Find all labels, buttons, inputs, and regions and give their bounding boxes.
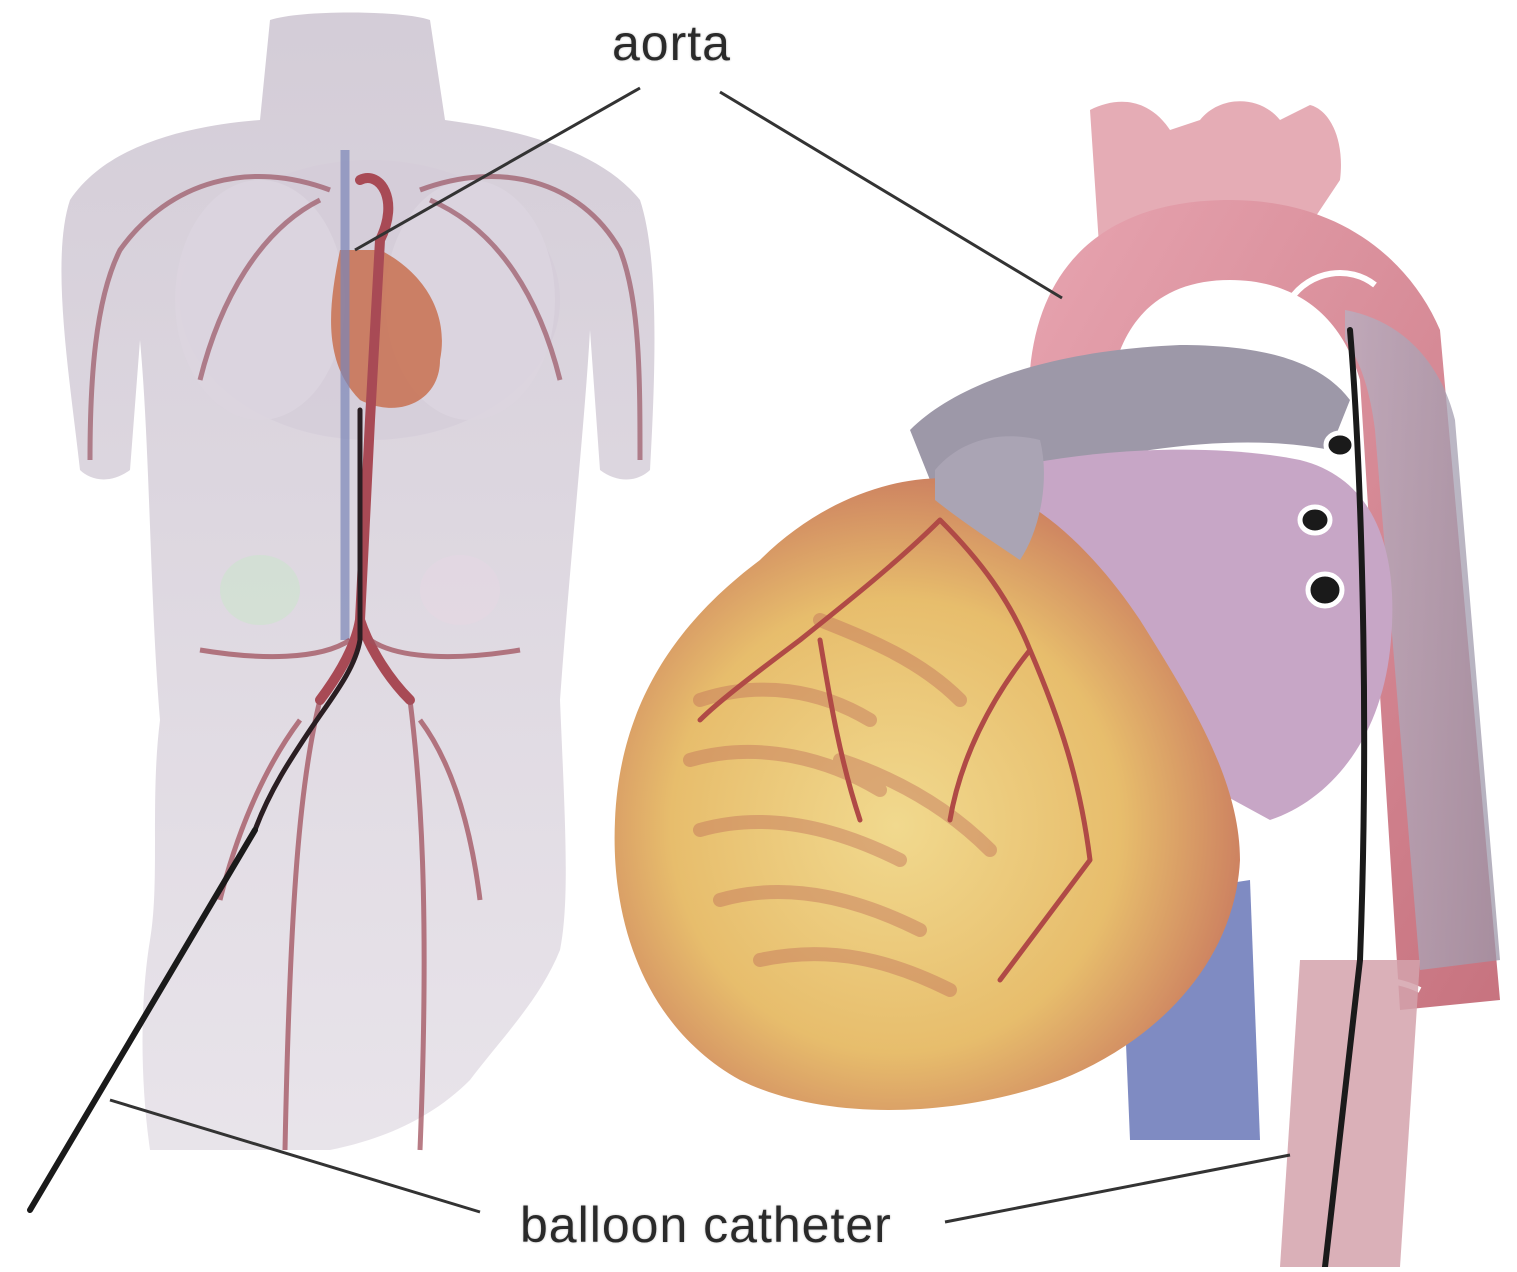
catheter-leader-right [945, 1155, 1290, 1222]
vein-opening-2 [1300, 507, 1330, 533]
left-lung [175, 180, 345, 420]
torso-figure [30, 13, 654, 1211]
vein-opening-3 [1308, 574, 1342, 606]
vein-opening [1326, 433, 1354, 457]
aorta-label: aorta [612, 14, 731, 72]
lower-aorta-segment [1280, 960, 1420, 1267]
aorta-leader-right [720, 92, 1062, 298]
abdominal-organ [220, 555, 300, 625]
heart-closeup [615, 101, 1500, 1267]
abdominal-organ-2 [420, 555, 500, 625]
balloon-catheter-label: balloon catheter [520, 1196, 892, 1254]
